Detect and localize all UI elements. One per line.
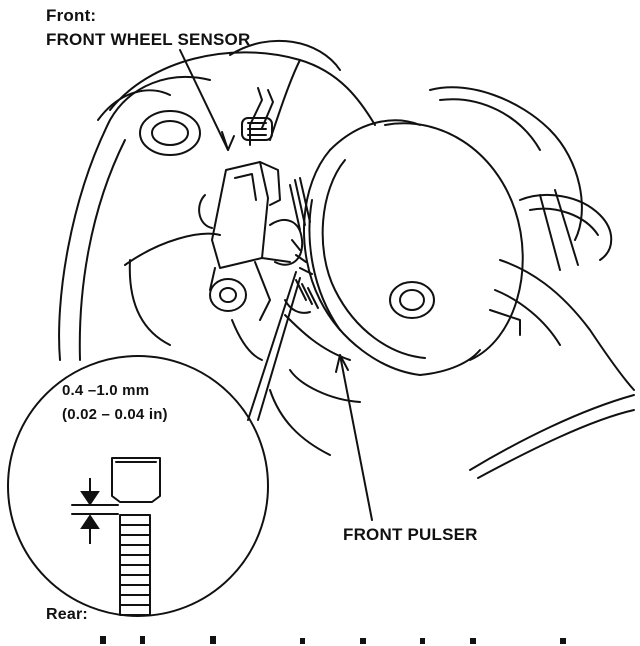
leader-lines [180,50,372,520]
down-arrow-icon [82,478,98,504]
gap-arrows [82,478,98,544]
gap-detail-circle [8,356,268,616]
front-pulser-label: FRONT PULSER [343,525,478,544]
gap-spec-in: (0.02 – 0.04 in) [62,406,168,423]
pulser-ring [290,120,523,375]
rear-heading: Rear: [46,606,88,623]
gap-spec-mm: 0.4 –1.0 mm [62,382,150,399]
wheel-sensor-body [199,88,310,320]
cropped-text-fragment [100,636,566,644]
axle-assembly [430,87,634,478]
up-arrow-icon [82,516,98,544]
front-heading: Front: [46,6,97,25]
front-wheel-sensor-label: FRONT WHEEL SENSOR [46,30,251,49]
